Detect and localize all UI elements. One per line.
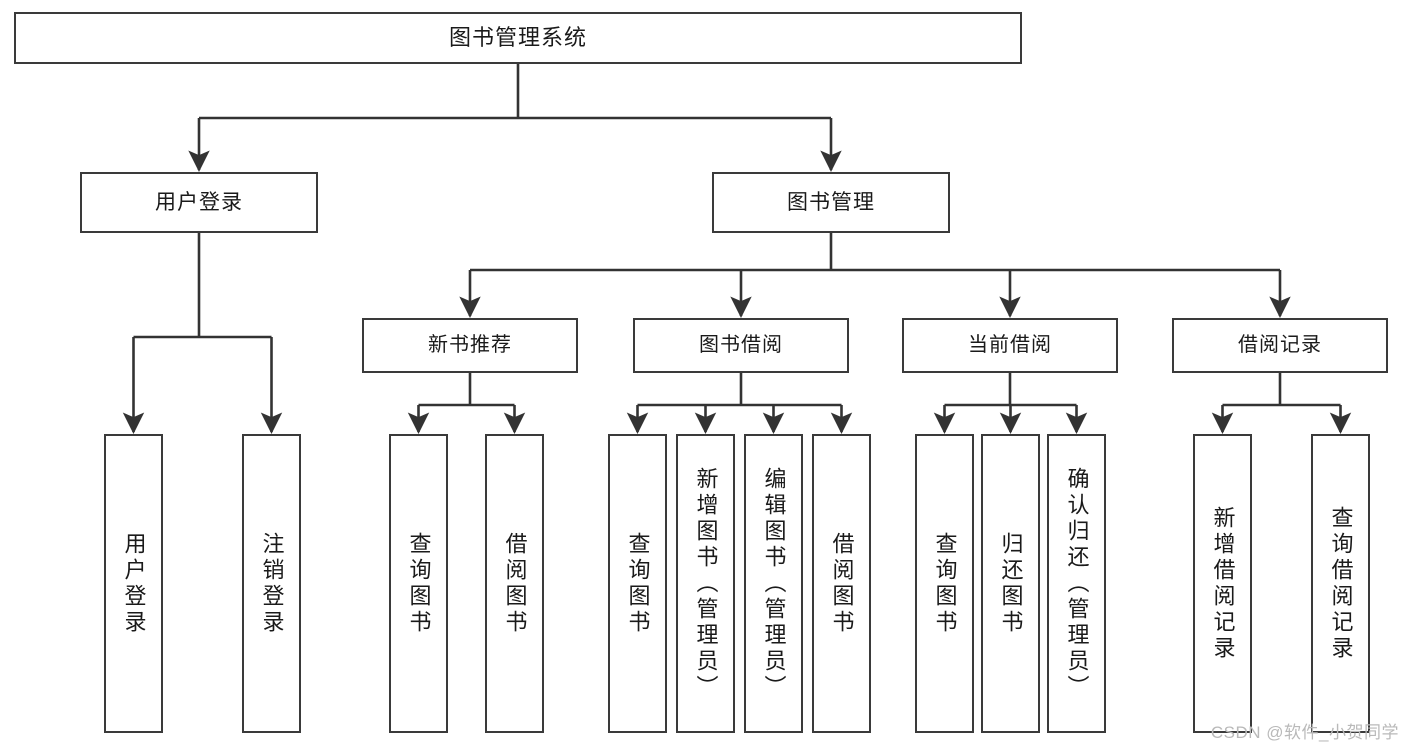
- node-new-book-recommend[interactable]: 新书推荐: [362, 318, 578, 373]
- node-leaf-borrow-book-2-label: 借阅图书: [829, 531, 855, 636]
- node-leaf-query-book-2-label: 查询图书: [625, 531, 651, 636]
- watermark-text: CSDN @软件_小贺同学: [1210, 723, 1399, 742]
- node-leaf-edit-book[interactable]: 编辑图书（管理员）: [744, 434, 803, 733]
- node-leaf-borrow-book-2[interactable]: 借阅图书: [812, 434, 871, 733]
- node-new-book-recommend-label: 新书推荐: [428, 334, 512, 357]
- node-book-borrow-label: 图书借阅: [699, 334, 783, 357]
- node-root-label: 图书管理系统: [448, 25, 587, 51]
- node-leaf-confirm-return[interactable]: 确认归还（管理员）: [1047, 434, 1106, 733]
- node-leaf-user-login[interactable]: 用户登录: [104, 434, 163, 733]
- node-current-borrow-label: 当前借阅: [968, 334, 1052, 357]
- node-leaf-add-record[interactable]: 新增借阅记录: [1193, 434, 1252, 733]
- node-leaf-borrow-book-1-label: 借阅图书: [502, 531, 528, 636]
- node-borrow-record-label: 借阅记录: [1238, 334, 1322, 357]
- node-current-borrow[interactable]: 当前借阅: [902, 318, 1118, 373]
- node-leaf-logout[interactable]: 注销登录: [242, 434, 301, 733]
- node-leaf-logout-label: 注销登录: [259, 531, 285, 636]
- node-leaf-user-login-label: 用户登录: [121, 531, 147, 636]
- node-book-borrow[interactable]: 图书借阅: [633, 318, 849, 373]
- node-leaf-edit-book-label: 编辑图书（管理员）: [761, 466, 787, 701]
- node-leaf-add-book-label: 新增图书（管理员）: [693, 466, 719, 701]
- node-user-login-label: 用户登录: [155, 190, 243, 214]
- node-leaf-query-record[interactable]: 查询借阅记录: [1311, 434, 1370, 733]
- node-book-manage-label: 图书管理: [787, 190, 875, 214]
- node-leaf-query-record-label: 查询借阅记录: [1328, 505, 1354, 662]
- node-leaf-borrow-book-1[interactable]: 借阅图书: [485, 434, 544, 733]
- node-book-manage[interactable]: 图书管理: [712, 172, 950, 233]
- node-leaf-query-book-1-label: 查询图书: [406, 531, 432, 636]
- node-user-login[interactable]: 用户登录: [80, 172, 318, 233]
- node-borrow-record[interactable]: 借阅记录: [1172, 318, 1388, 373]
- node-leaf-query-book-3-label: 查询图书: [932, 531, 958, 636]
- node-leaf-query-book-3[interactable]: 查询图书: [915, 434, 974, 733]
- node-leaf-add-record-label: 新增借阅记录: [1210, 505, 1236, 662]
- node-leaf-return-book-label: 归还图书: [998, 531, 1024, 636]
- node-leaf-query-book-2[interactable]: 查询图书: [608, 434, 667, 733]
- node-leaf-return-book[interactable]: 归还图书: [981, 434, 1040, 733]
- node-leaf-confirm-return-label: 确认归还（管理员）: [1064, 466, 1090, 701]
- node-root[interactable]: 图书管理系统: [14, 12, 1022, 64]
- node-leaf-add-book[interactable]: 新增图书（管理员）: [676, 434, 735, 733]
- node-leaf-query-book-1[interactable]: 查询图书: [389, 434, 448, 733]
